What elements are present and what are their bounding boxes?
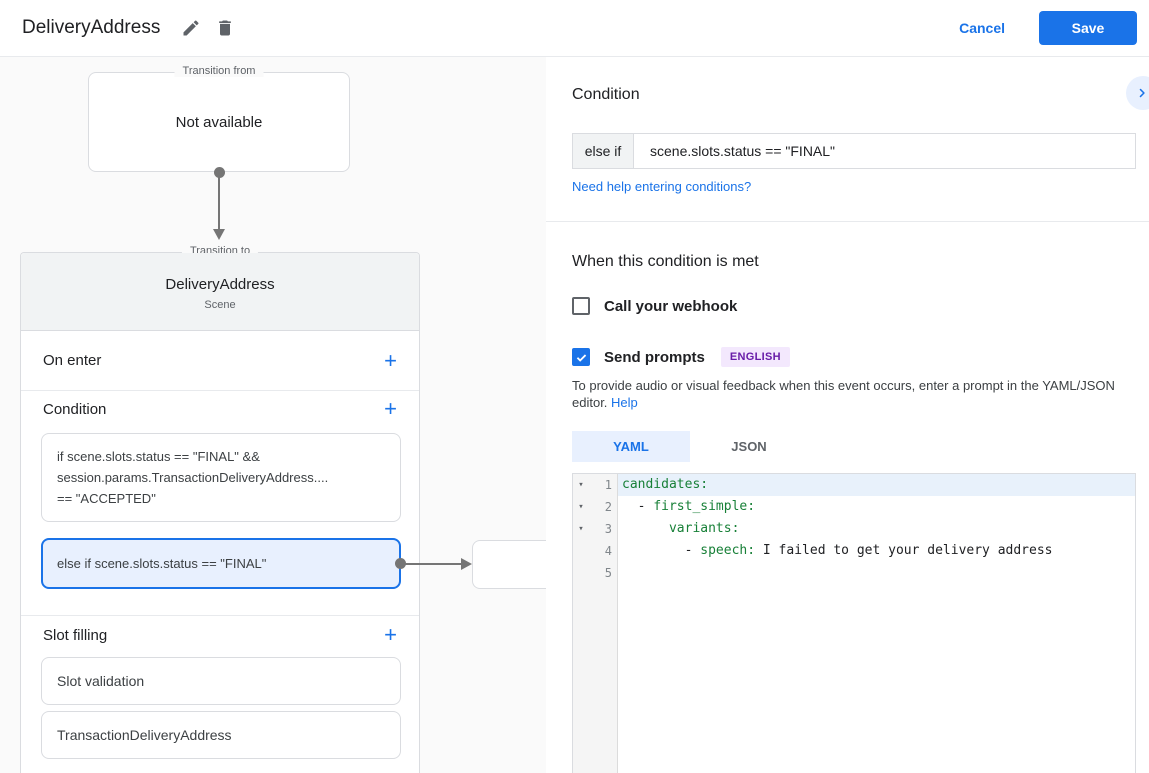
editor-gutter-cell: 5: [573, 562, 618, 584]
editor-gutter-cell: [573, 584, 618, 773]
transition-target-box[interactable]: [472, 540, 546, 589]
on-enter-section: On enter +: [21, 331, 419, 391]
delete-scene-button[interactable]: [208, 11, 242, 45]
editor-line: 5: [573, 562, 1135, 584]
on-enter-label: On enter: [43, 352, 102, 369]
help-link[interactable]: Help: [611, 395, 638, 410]
fold-arrow-icon[interactable]: ▾: [578, 480, 584, 490]
send-prompts-checkbox[interactable]: [572, 348, 590, 366]
trash-icon: [219, 20, 232, 36]
add-slot-button[interactable]: +: [384, 622, 397, 647]
code-token: -: [622, 499, 654, 514]
connector-line-vertical: [218, 175, 220, 230]
send-prompts-row[interactable]: Send prompts ENGLISH: [572, 347, 790, 367]
language-badge: ENGLISH: [720, 347, 790, 367]
section-divider: [21, 615, 419, 616]
webhook-label: Call your webhook: [604, 297, 738, 315]
connector-dot-right: [395, 558, 406, 569]
condition-item-selected[interactable]: else if scene.slots.status == "FINAL": [41, 538, 401, 589]
panel-title: Condition: [572, 86, 640, 103]
connector-line-horizontal: [403, 563, 463, 565]
code-token: [622, 521, 669, 536]
cancel-button[interactable]: Cancel: [959, 20, 1005, 36]
transition-to-card: Transition to DeliveryAddress Scene On e…: [20, 245, 420, 773]
condition-section-header: Condition +: [21, 396, 419, 421]
fold-arrow-icon[interactable]: ▾: [578, 502, 584, 512]
editor-gutter-cell: 4: [573, 540, 618, 562]
transition-from-legend: Transition from: [174, 65, 264, 77]
code-empty-area[interactable]: [618, 584, 1135, 773]
slot-filling-label: Slot filling: [43, 626, 108, 644]
condition-item[interactable]: if scene.slots.status == "FINAL" && sess…: [41, 433, 401, 522]
code-line-content[interactable]: candidates:: [618, 474, 1135, 496]
code-token: variants:: [668, 521, 740, 536]
slot-filling-section-header: Slot filling +: [21, 622, 419, 647]
line-number: 2: [604, 500, 612, 514]
code-token: -: [622, 543, 701, 558]
condition-item-list: if scene.slots.status == "FINAL" && sess…: [41, 433, 401, 589]
condition-help-link[interactable]: Need help entering conditions?: [572, 179, 752, 194]
line-number: 1: [604, 478, 612, 492]
fold-arrow-icon[interactable]: ▾: [578, 524, 584, 534]
condition-detail-panel: Condition else if Need help entering con…: [546, 57, 1149, 773]
code-line-content[interactable]: - speech: I failed to get your delivery …: [618, 540, 1135, 562]
code-token: candidates:: [622, 477, 709, 492]
editor-line: 4 - speech: I failed to get your deliver…: [573, 540, 1135, 562]
tab-yaml[interactable]: YAML: [572, 431, 690, 462]
pencil-icon: [183, 20, 199, 36]
editor-gutter-cell: ▾1: [573, 474, 618, 496]
tab-json[interactable]: JSON: [690, 431, 808, 462]
scene-type-label: Scene: [204, 299, 236, 311]
edit-title-button[interactable]: [174, 11, 208, 45]
condition-expression-input[interactable]: [634, 133, 1136, 169]
panel-divider: [546, 221, 1149, 222]
prompt-description: To provide audio or visual feedback when…: [572, 377, 1134, 411]
save-button[interactable]: Save: [1039, 11, 1137, 45]
scene-card-header: DeliveryAddress Scene: [21, 253, 419, 331]
add-condition-button[interactable]: +: [384, 396, 397, 421]
arrow-down-icon: [213, 229, 225, 240]
add-on-enter-button[interactable]: +: [384, 347, 397, 373]
transition-from-box[interactable]: Transition from Not available: [88, 65, 350, 172]
editor-filler-row: [573, 584, 1135, 773]
editor-gutter-cell: ▾2: [573, 496, 618, 518]
connector-dot-top: [214, 167, 225, 178]
condition-met-title: When this condition is met: [572, 253, 759, 270]
line-number: 5: [604, 566, 612, 580]
checkmark-icon: [576, 353, 586, 362]
code-line-content[interactable]: variants:: [618, 518, 1135, 540]
send-prompts-label: Send prompts: [604, 348, 705, 366]
slot-item[interactable]: TransactionDeliveryAddress: [41, 711, 401, 759]
code-token: speech:: [700, 543, 756, 558]
code-line-content[interactable]: [618, 562, 1135, 584]
page-title: DeliveryAddress: [22, 17, 161, 38]
scene-diagram-panel: Transition from Not available Transition…: [0, 57, 546, 773]
transition-from-value: Not available: [175, 113, 263, 131]
prompt-description-text: To provide audio or visual feedback when…: [572, 378, 1115, 410]
line-number: 3: [604, 522, 612, 536]
webhook-checkbox[interactable]: [572, 297, 590, 315]
slot-item[interactable]: Slot validation: [41, 657, 401, 705]
condition-prefix: else if: [572, 133, 634, 169]
editor-line: ▾2 - first_simple:: [573, 496, 1135, 518]
scene-name: DeliveryAddress: [165, 276, 275, 293]
arrow-right-icon: [461, 558, 472, 570]
chevron-right-icon: [1139, 88, 1145, 98]
code-token: first_simple:: [653, 499, 756, 514]
code-line-content[interactable]: - first_simple:: [618, 496, 1135, 518]
code-token: I failed to get your delivery address: [755, 543, 1053, 558]
call-webhook-row[interactable]: Call your webhook: [572, 297, 737, 315]
editor-gutter-cell: ▾3: [573, 518, 618, 540]
line-number: 4: [604, 544, 612, 558]
editor-line: ▾3 variants:: [573, 518, 1135, 540]
condition-expression-row: else if: [572, 133, 1136, 169]
condition-section-label: Condition: [43, 400, 107, 418]
header: DeliveryAddress Cancel Save: [0, 0, 1149, 57]
collapse-panel-button[interactable]: [1126, 76, 1149, 110]
